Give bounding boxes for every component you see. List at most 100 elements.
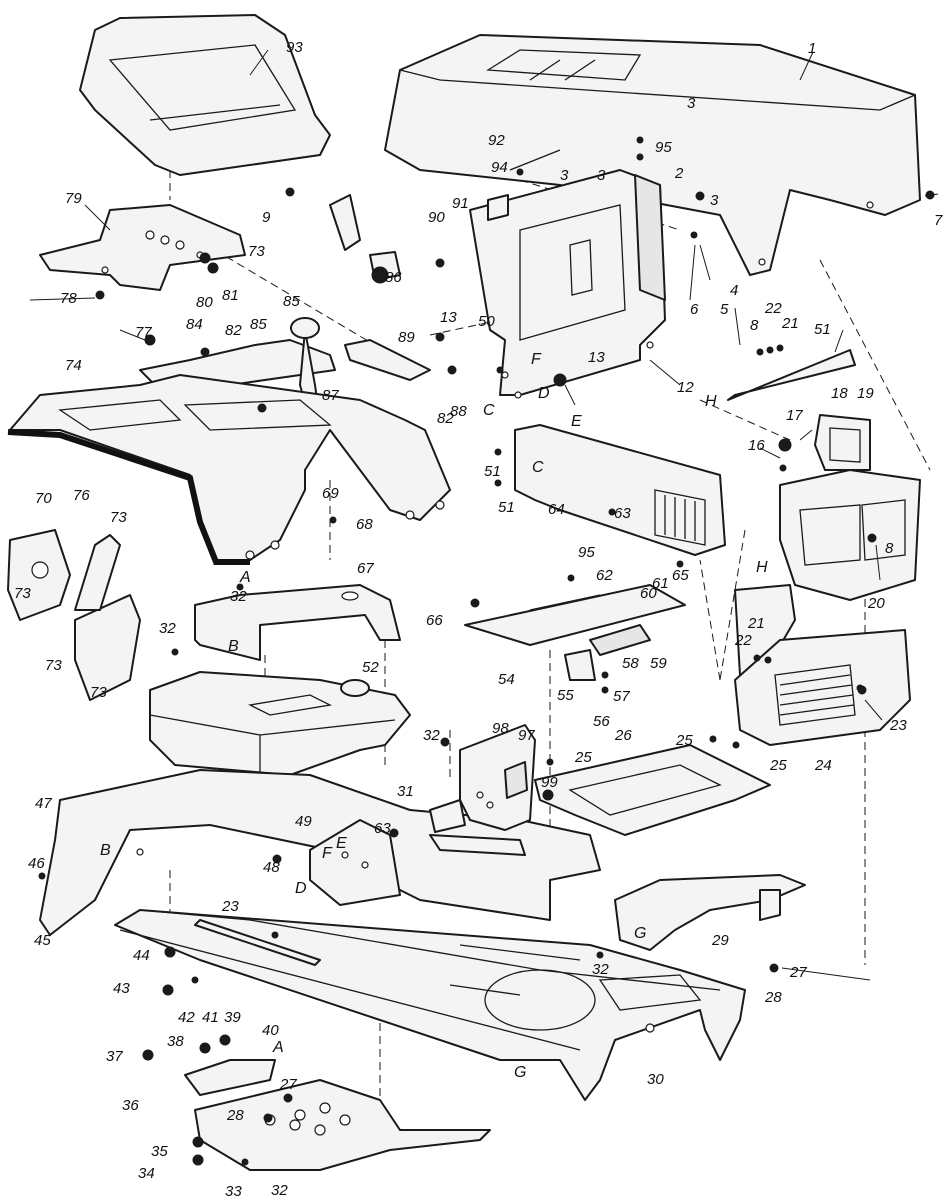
part-label: 84: [186, 316, 203, 333]
part-label: 87: [322, 387, 339, 404]
part-label: 28: [226, 1107, 244, 1124]
part-label: 48: [263, 859, 280, 876]
part-label: 73: [45, 657, 62, 674]
front-bracket: [614, 874, 806, 951]
part-label: 37: [106, 1048, 123, 1065]
ref-letter: E: [336, 835, 347, 852]
part-label: 28: [764, 989, 782, 1006]
ref-letter: D: [295, 880, 307, 897]
part-label: 32: [159, 620, 176, 637]
part-label: 32: [423, 727, 440, 744]
ref-letter: C: [483, 402, 495, 419]
part-label: 16: [748, 437, 765, 454]
grille-assembly: [727, 349, 921, 746]
part-label: 66: [426, 612, 443, 629]
ref-letter: F: [531, 351, 542, 368]
part-label: 33: [225, 1183, 242, 1200]
part-label: 23: [889, 717, 907, 734]
part-label: 95: [655, 139, 672, 156]
part-label: 36: [122, 1097, 139, 1114]
reference-letters: A A B B C C D D E E F F G G H H: [100, 351, 768, 1081]
ref-letter: F: [322, 845, 333, 862]
chassis-frame: [39, 769, 746, 1101]
part-label: 20: [867, 595, 885, 612]
part-label: 29: [711, 932, 729, 949]
ref-letter: H: [705, 393, 717, 410]
part-label: 85: [283, 293, 300, 310]
part-label: 8: [885, 540, 894, 557]
part-label: 63: [614, 505, 631, 522]
part-label: 74: [65, 357, 82, 374]
seat-bracket: [39, 204, 246, 291]
part-label: 17: [786, 407, 803, 424]
part-label: 98: [492, 720, 509, 737]
side-panels: [7, 529, 141, 701]
part-label: 62: [596, 567, 613, 584]
part-label: 40: [262, 1022, 279, 1039]
part-label: 61: [652, 575, 669, 592]
ref-letter: D: [538, 385, 550, 402]
part-labels: 1 2 3 3 3 3 4 5 6 7 8 8 9 12 13 13 16 17…: [14, 39, 943, 1200]
part-label: 24: [814, 757, 832, 774]
part-label: 22: [734, 632, 752, 649]
fuel-tank: [149, 671, 411, 780]
part-label: 90: [428, 209, 445, 226]
part-label: 73: [248, 243, 265, 260]
part-label: 95: [578, 544, 595, 561]
part-label: 64: [548, 501, 565, 518]
part-label: 3: [710, 192, 719, 209]
ref-letter: E: [571, 413, 582, 430]
ref-letter: A: [239, 569, 251, 586]
part-label: 18: [831, 385, 848, 402]
right-side-panel: [514, 424, 726, 556]
part-label: 46: [28, 855, 45, 872]
part-label: 25: [574, 749, 592, 766]
part-label: 22: [764, 300, 782, 317]
part-label: 73: [14, 585, 31, 602]
part-label: 86: [385, 269, 402, 286]
part-label: 70: [35, 490, 52, 507]
part-label: 91: [452, 195, 469, 212]
ref-letter: A: [272, 1039, 284, 1056]
part-label: 97: [518, 727, 535, 744]
part-label: 94: [491, 159, 508, 176]
part-label: 80: [196, 294, 213, 311]
part-label: 45: [34, 932, 51, 949]
part-label: 73: [90, 684, 107, 701]
part-label: 82: [225, 322, 242, 339]
part-label: 57: [613, 688, 630, 705]
ref-letter: G: [634, 925, 646, 942]
part-label: 63: [374, 820, 391, 837]
part-label: 92: [488, 132, 505, 149]
part-label: 38: [167, 1033, 184, 1050]
part-label: 30: [647, 1071, 664, 1088]
part-label: 49: [295, 813, 312, 830]
part-label: 47: [35, 795, 52, 812]
rear-fender: [7, 374, 451, 565]
part-label: 32: [230, 588, 247, 605]
part-label: 27: [279, 1076, 297, 1093]
part-label: 3: [597, 167, 606, 184]
part-label: 5: [720, 301, 729, 318]
part-label: 56: [593, 713, 610, 730]
part-label: 99: [541, 774, 558, 791]
part-label: 44: [133, 947, 150, 964]
part-label: 3: [560, 167, 569, 184]
leader-lines: [29, 49, 939, 981]
part-label: 13: [588, 349, 605, 366]
part-label: 19: [857, 385, 874, 402]
part-label: 93: [286, 39, 303, 56]
part-label: 60: [640, 585, 657, 602]
part-label: 85: [250, 316, 267, 333]
part-label: 25: [769, 757, 787, 774]
part-label: 21: [781, 315, 799, 332]
part-label: 58: [622, 655, 639, 672]
part-label: 69: [322, 485, 339, 502]
hood: [384, 34, 921, 276]
part-label: 54: [498, 671, 515, 688]
part-label: 2: [674, 165, 684, 182]
part-label: 76: [73, 487, 90, 504]
mount-plate-50: [309, 819, 401, 906]
part-label: 26: [614, 727, 632, 744]
